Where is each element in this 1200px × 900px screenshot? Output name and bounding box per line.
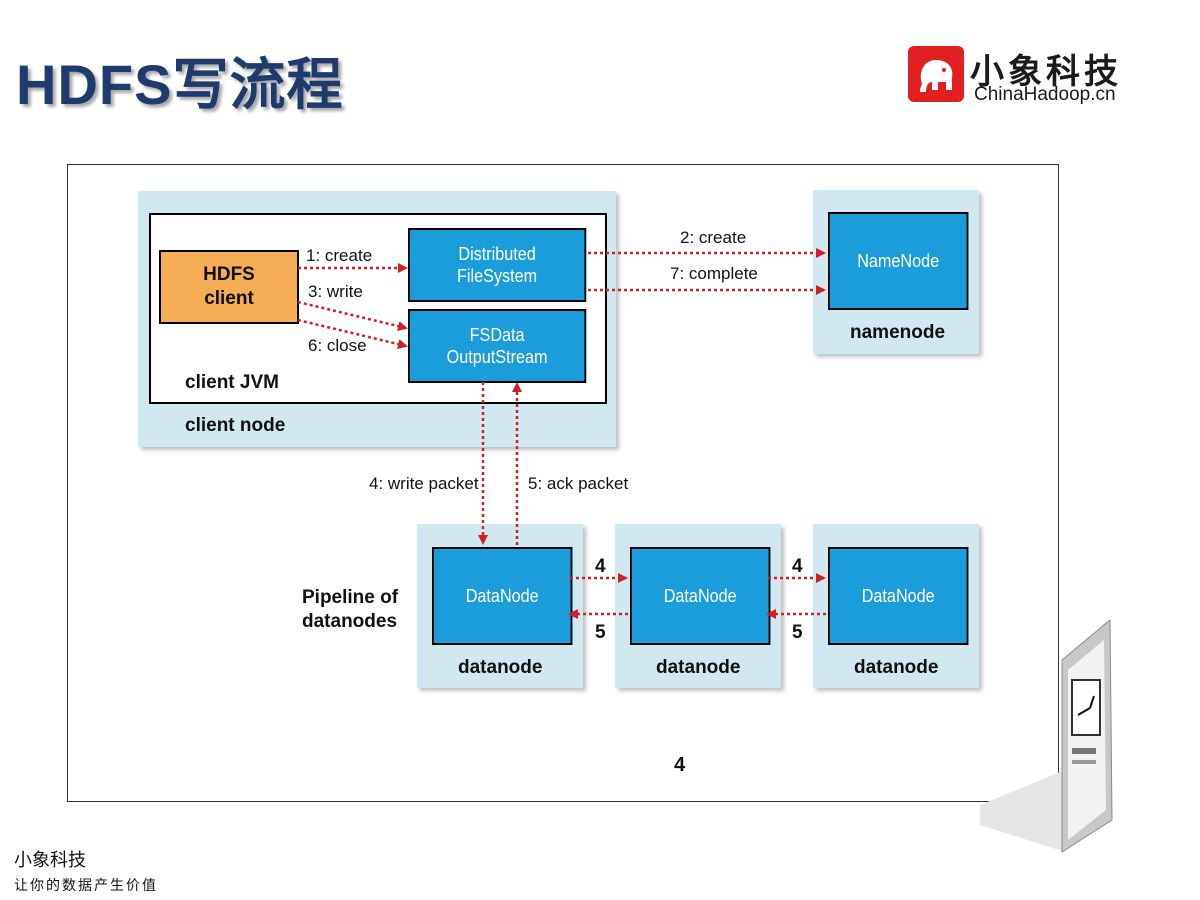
fsdata-line1: FSData <box>469 325 525 345</box>
dfs-line1: Distributed <box>458 244 536 264</box>
hdfs-client-box: HDFS client <box>159 250 299 324</box>
footer-slogan: 让你的数据产生价值 <box>14 879 158 894</box>
logo-name-cn: 小象科技 <box>970 53 1122 91</box>
datanode-inner-label: DataNode <box>663 586 737 606</box>
pipeline-label-line2: datanodes <box>302 611 398 632</box>
datanode-label: datanode <box>656 657 741 678</box>
client-jvm-label: client JVM <box>185 372 279 393</box>
namenode-inner-box: NameNode <box>828 212 969 310</box>
hdfs-client-line1: HDFS <box>203 264 255 285</box>
step-label-create1: 1: create <box>306 246 373 265</box>
pipeline-step-back: 5 <box>792 622 803 643</box>
datanode-inner-label: DataNode <box>465 586 539 606</box>
fsdata-outputstream-box: FSData OutputStream <box>408 309 587 383</box>
slide-title: HDFS写流程 <box>16 53 344 116</box>
pipeline-label-line1: Pipeline of <box>302 587 399 608</box>
step-label-ack-packet5: 5: ack packet <box>528 474 629 493</box>
datanode-label: datanode <box>854 657 939 678</box>
hdfs-client-line2: client <box>204 288 254 309</box>
datanode-label: datanode <box>458 657 543 678</box>
fsdata-line2: OutputStream <box>446 347 548 367</box>
step-label-create2: 2: create <box>680 228 747 247</box>
pipeline-step-forward: 4 <box>792 556 803 577</box>
pipeline-label: Pipeline of datanodes <box>302 586 398 634</box>
namenode-inner-label: NameNode <box>857 251 940 271</box>
step-label-write-packet4: 4: write packet <box>369 474 479 493</box>
step-label-close6: 6: close <box>308 336 367 355</box>
client-node-label: client node <box>185 415 286 436</box>
datanode-inner-box: DataNode <box>828 547 969 645</box>
dfs-line2: FileSystem <box>457 266 538 286</box>
distributed-filesystem-box: Distributed FileSystem <box>408 228 587 302</box>
clock-decoration-icon <box>980 620 1113 853</box>
datanode-inner-box: DataNode <box>432 547 573 645</box>
logo-name-en: ChinaHadoop.cn <box>974 84 1116 105</box>
namenode-label: namenode <box>850 322 946 343</box>
diagram-page-number: 4 <box>674 754 686 776</box>
step-label-write3: 3: write <box>308 282 363 301</box>
step-label-complete7: 7: complete <box>670 264 758 283</box>
footer-company: 小象科技 <box>14 850 86 870</box>
pipeline-step-back: 5 <box>595 622 606 643</box>
datanode-inner-box: DataNode <box>630 547 771 645</box>
pipeline-step-forward: 4 <box>595 556 606 577</box>
elephant-logo-icon <box>908 46 964 102</box>
datanode-inner-label: DataNode <box>861 586 935 606</box>
